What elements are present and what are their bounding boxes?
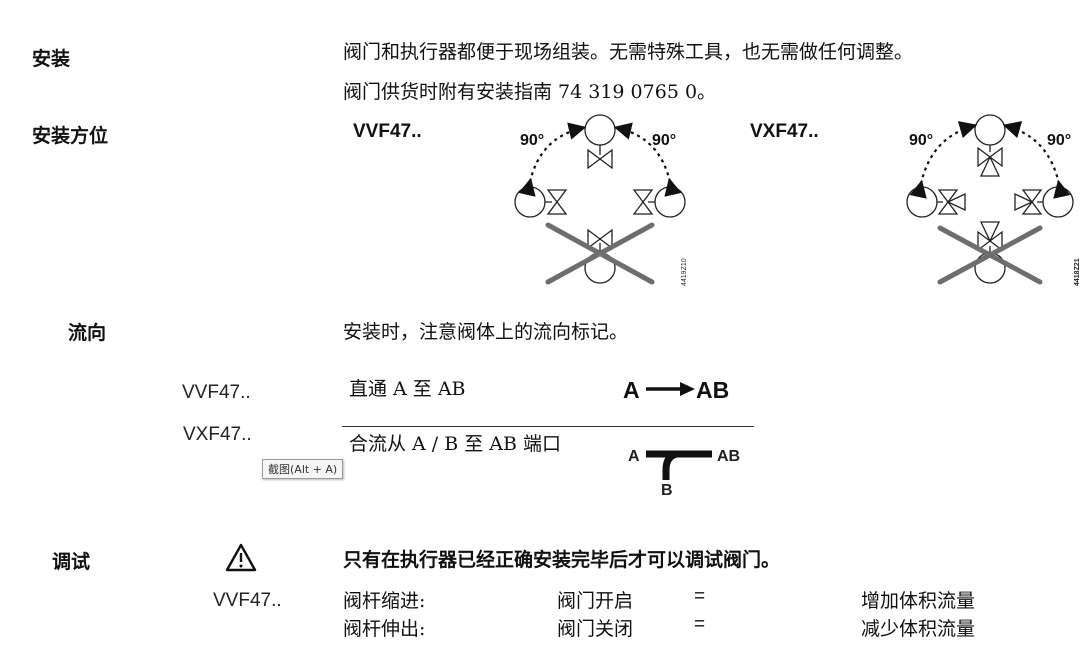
valve-open-label: 阀门开启 bbox=[557, 590, 634, 612]
mixing-flow-branch-line bbox=[662, 450, 678, 480]
stem-retract-label: 阀杆缩进: bbox=[343, 590, 426, 612]
mixing-valve-right bbox=[1014, 186, 1074, 218]
valve-close-label: 阀门关闭 bbox=[557, 618, 634, 640]
mixing-valve-top bbox=[974, 114, 1006, 177]
commissioning-model: VVF47.. bbox=[213, 590, 282, 611]
warning-triangle-icon bbox=[225, 543, 257, 572]
equals-sign-2: = bbox=[694, 614, 706, 635]
rotation-arrow-left-icon-2 bbox=[909, 121, 978, 199]
mixing-flow-diagram: A AB B bbox=[628, 448, 740, 498]
flow-arrow-right-icon bbox=[680, 382, 695, 396]
vvf-figure-code: 4419Z10 bbox=[681, 258, 688, 286]
flow-divider bbox=[342, 426, 754, 427]
vvf-orientation-diagram: 90° 90° 4419Z10 bbox=[514, 114, 688, 286]
increase-flow-label: 增加体积流量 bbox=[861, 590, 976, 612]
install-text-2: 阀门供货时附有安装指南 74 319 0765 0。 bbox=[343, 81, 717, 103]
flow-port-a: A bbox=[623, 377, 640, 403]
angle-label-right: 90° bbox=[652, 132, 676, 149]
valve-top bbox=[584, 114, 616, 170]
flow-vxf-model: VXF47.. bbox=[183, 424, 252, 445]
commissioning-heading: 调试 bbox=[52, 551, 91, 573]
vxf-figure-code: 4418Z21 bbox=[1074, 258, 1081, 286]
valve-left bbox=[514, 186, 568, 218]
not-allowed-cross-mark-2 bbox=[937, 225, 1043, 285]
not-allowed-cross-mark bbox=[545, 222, 655, 285]
mixing-port-a: A bbox=[628, 448, 640, 465]
orientation-vxf-label: VXF47.. bbox=[750, 121, 819, 142]
mixing-port-b: B bbox=[661, 482, 673, 498]
stem-extend-label: 阀杆伸出: bbox=[343, 618, 426, 640]
angle-label-left-2: 90° bbox=[909, 132, 933, 149]
angle-label-left: 90° bbox=[520, 132, 544, 149]
mixing-valve-left bbox=[906, 186, 966, 218]
flow-vxf-text: 合流从 A / B 至 AB 端口 bbox=[349, 433, 562, 455]
orientation-vvf-label: VVF47.. bbox=[353, 121, 422, 142]
straight-flow-diagram: A AB bbox=[623, 377, 729, 403]
angle-label-right-2: 90° bbox=[1047, 132, 1071, 149]
flow-vvf-text: 直通 A 至 AB bbox=[349, 378, 466, 400]
commissioning-warning: 只有在执行器已经正确安装完毕后才可以调试阀门。 bbox=[343, 549, 781, 571]
orientation-heading: 安装方位 bbox=[32, 125, 109, 147]
mixing-port-ab: AB bbox=[717, 448, 740, 465]
rotation-arrow-right-icon bbox=[613, 122, 682, 197]
install-heading: 安装 bbox=[32, 48, 71, 70]
decrease-flow-label: 减少体积流量 bbox=[861, 618, 976, 640]
rotation-arrow-right-icon-2 bbox=[1002, 121, 1071, 199]
equals-sign-1: = bbox=[694, 586, 706, 607]
vxf-orientation-diagram: 90° 90° 4418Z21 bbox=[906, 114, 1081, 286]
flow-intro: 安装时，注意阀体上的流向标记。 bbox=[343, 321, 629, 343]
valve-right bbox=[632, 186, 686, 218]
rotation-arrow-left-icon bbox=[518, 122, 587, 197]
screenshot-tooltip: 截图(Alt + A) bbox=[262, 459, 344, 479]
flow-heading: 流向 bbox=[68, 322, 107, 344]
install-text-1: 阀门和执行器都便于现场组装。无需特殊工具，也无需做任何调整。 bbox=[343, 41, 914, 63]
flow-port-ab: AB bbox=[696, 377, 729, 403]
flow-vvf-model: VVF47.. bbox=[182, 382, 251, 403]
